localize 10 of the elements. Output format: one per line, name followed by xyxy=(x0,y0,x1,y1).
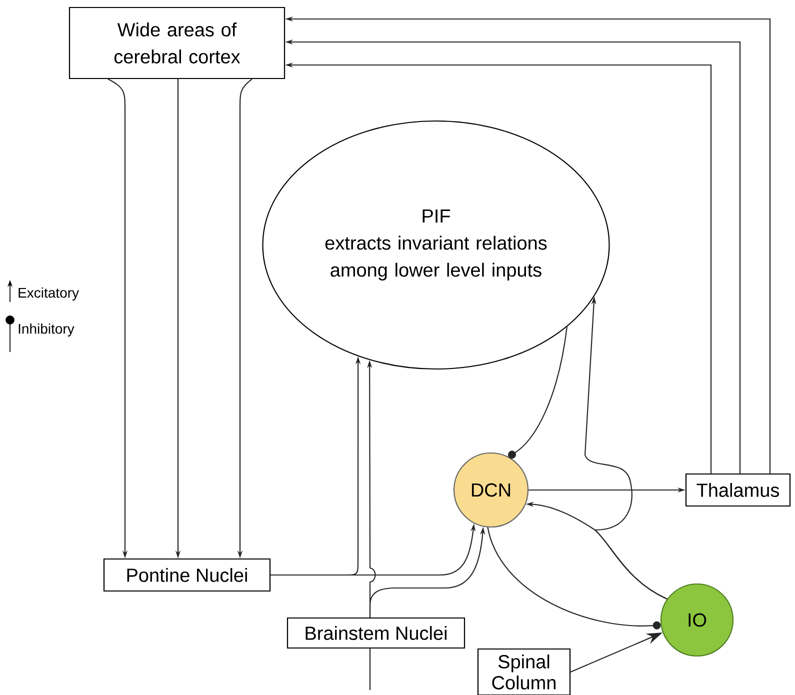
arrow xyxy=(487,527,661,630)
legend-label: Excitatory xyxy=(18,287,79,301)
region-box: Pontine Nuclei xyxy=(103,558,271,592)
cortex-box: Wide areas of cerebral cortex xyxy=(68,6,286,80)
legend-label: Inhibitory xyxy=(18,323,74,337)
region-box: Brainstem Nuclei xyxy=(286,617,466,649)
region-box: Spinal Column xyxy=(477,648,571,695)
region-box: Thalamus xyxy=(685,473,791,507)
ellipse-node: PIF extracts invariant relations among lower level inputs xyxy=(262,120,610,370)
arrow xyxy=(508,326,568,459)
